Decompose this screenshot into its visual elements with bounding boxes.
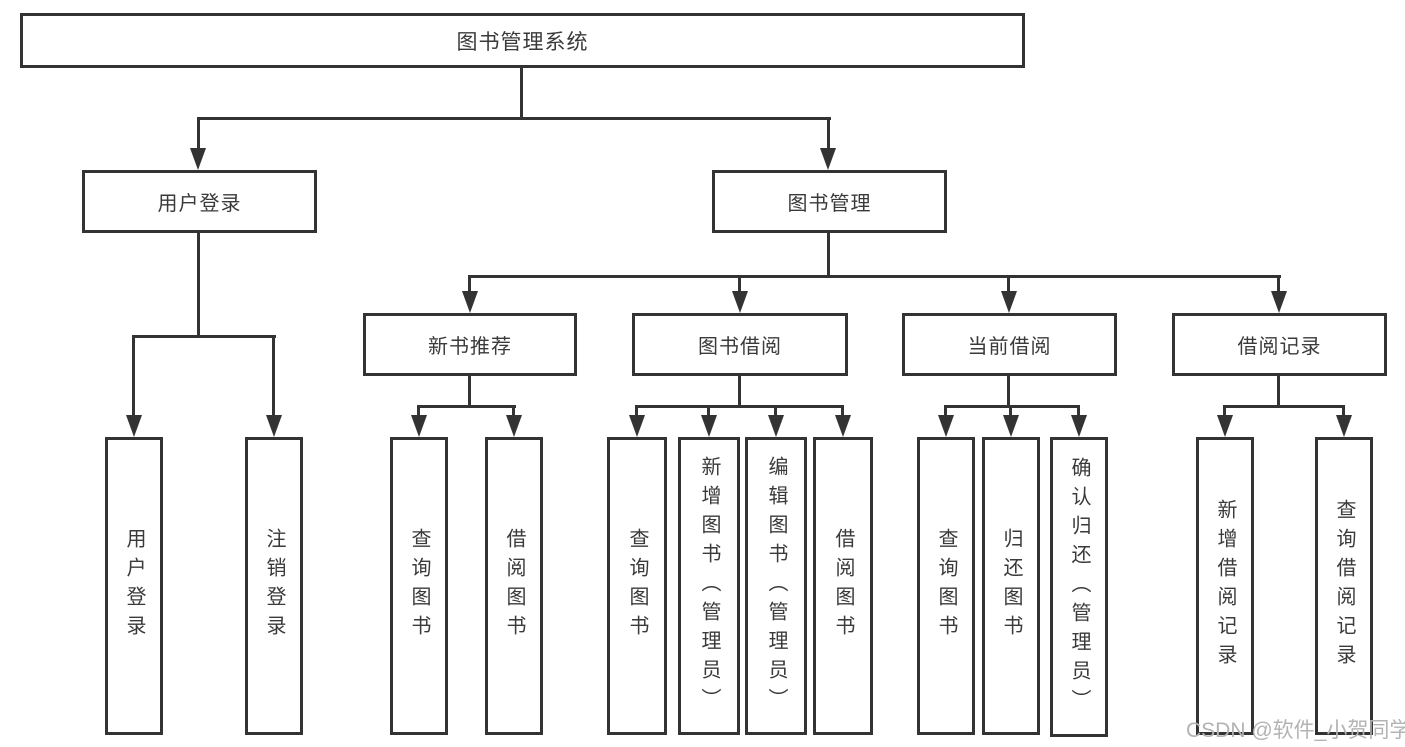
connector-stem-user-login [197,117,200,152]
arrowhead-borrow-records [1271,291,1287,313]
arrowhead-br-add [1217,415,1233,437]
connector-root-trunk [520,68,523,120]
leaf-current-return-books: 归还图书 [982,437,1040,735]
connector-level2-bar [468,275,1281,278]
node-current-borrow-label: 当前借阅 [967,336,1052,358]
leaf-records-query-record: 查询借阅记录 [1315,437,1373,735]
arrowhead-br-query [1336,415,1352,437]
node-borrow-records: 借阅记录 [1172,313,1387,376]
node-user-login: 用户登录 [82,170,317,233]
connector-stem-login [132,335,135,417]
arrowhead-login [126,415,142,437]
leaf-newbook-query-books: 查询图书 [390,437,448,735]
connector-stem-cb-query [944,405,947,419]
leaf-current-query-books: 查询图书 [917,437,975,735]
arrowhead-bb-query [629,415,645,437]
node-user-login-label: 用户登录 [157,193,242,215]
connector-stem-book-management [827,117,830,152]
connector-stem-bb-borrow [841,405,844,419]
connector-level1-bar [197,117,831,120]
arrowhead-new-book [462,291,478,313]
connector-stem-borrow-records [1277,275,1280,295]
connector-borrow-records-bar [1224,405,1345,408]
leaf-newbook-borrow-books-label: 借阅图书 [503,528,525,644]
connector-stem-bb-add [707,405,710,419]
connector-stem-nb-query [417,405,420,419]
connector-borrow-records-trunk [1277,375,1280,408]
leaf-user-login-label: 用户登录 [123,528,145,644]
connector-stem-bb-edit [774,405,777,419]
node-library-system-label: 图书管理系统 [456,30,589,54]
arrowhead-cb-return [1003,415,1019,437]
connector-stem-cb-return [1009,405,1012,419]
node-book-borrow-label: 图书借阅 [698,336,782,358]
leaf-current-confirm-return-admin: 确认归还（管理员） [1050,437,1108,737]
leaf-borrow-borrow-books: 借阅图书 [813,437,873,735]
watermark: CSDN @软件_小贺同学 [1186,719,1405,742]
leaf-records-add-record: 新增借阅记录 [1196,437,1254,735]
connector-new-book-bar [418,405,516,408]
connector-stem-current-borrow [1007,275,1010,295]
arrowhead-book-borrow [732,291,748,313]
connector-stem-br-query [1342,405,1345,419]
arrowhead-bb-borrow [835,415,851,437]
connector-stem-br-add [1223,405,1226,419]
arrowhead-book-management [820,148,836,170]
node-book-management: 图书管理 [712,170,947,233]
leaf-logout: 注销登录 [245,437,303,735]
node-borrow-records-label: 借阅记录 [1237,336,1322,358]
arrowhead-nb-borrow [506,415,522,437]
node-book-management-label: 图书管理 [787,193,872,215]
connector-stem-logout [272,335,275,417]
connector-stem-cb-confirm [1077,405,1080,419]
connector-book-management-trunk [827,233,830,278]
leaf-borrow-borrow-books-label: 借阅图书 [832,528,854,644]
node-new-book-recommend: 新书推荐 [363,313,577,376]
node-current-borrow: 当前借阅 [902,313,1117,376]
connector-stem-nb-borrow [512,405,515,419]
leaf-current-query-books-label: 查询图书 [935,528,957,644]
connector-current-borrow-bar [945,405,1080,408]
node-library-system: 图书管理系统 [20,13,1025,68]
arrowhead-cb-confirm [1071,415,1087,437]
leaf-newbook-borrow-books: 借阅图书 [485,437,543,735]
connector-stem-bb-query [635,405,638,419]
leaf-borrow-add-books-admin-label: 新增图书（管理员） [698,455,720,717]
connector-user-login-bar [133,335,276,338]
connector-current-borrow-trunk [1007,375,1010,408]
leaf-current-return-books-label: 归还图书 [1000,528,1022,644]
arrowhead-bb-edit [768,415,784,437]
leaf-logout-label: 注销登录 [263,528,285,644]
arrowhead-user-login [190,148,206,170]
leaf-borrow-edit-books-admin-label: 编辑图书（管理员） [765,455,787,717]
leaf-user-login: 用户登录 [105,437,163,735]
connector-stem-new-book [468,275,471,295]
connector-book-borrow-trunk [738,375,741,408]
leaf-current-confirm-return-admin-label: 确认归还（管理员） [1068,456,1090,718]
node-book-borrow: 图书借阅 [632,313,848,376]
leaf-newbook-query-books-label: 查询图书 [408,528,430,644]
leaf-records-query-record-label: 查询借阅记录 [1333,499,1355,673]
connector-book-borrow-bar [636,405,844,408]
leaf-borrow-add-books-admin: 新增图书（管理员） [678,437,740,735]
arrowhead-nb-query [411,415,427,437]
leaf-records-add-record-label: 新增借阅记录 [1214,499,1236,673]
arrowhead-logout [266,415,282,437]
arrowhead-bb-add [701,415,717,437]
arrowhead-cb-query [938,415,954,437]
leaf-borrow-query-books-label: 查询图书 [626,528,648,644]
connector-new-book-trunk [468,375,471,408]
connector-user-login-trunk [197,233,200,338]
leaf-borrow-edit-books-admin: 编辑图书（管理员） [745,437,807,735]
arrowhead-current-borrow [1001,291,1017,313]
node-new-book-recommend-label: 新书推荐 [428,336,512,358]
connector-stem-book-borrow [738,275,741,295]
leaf-borrow-query-books: 查询图书 [607,437,667,735]
